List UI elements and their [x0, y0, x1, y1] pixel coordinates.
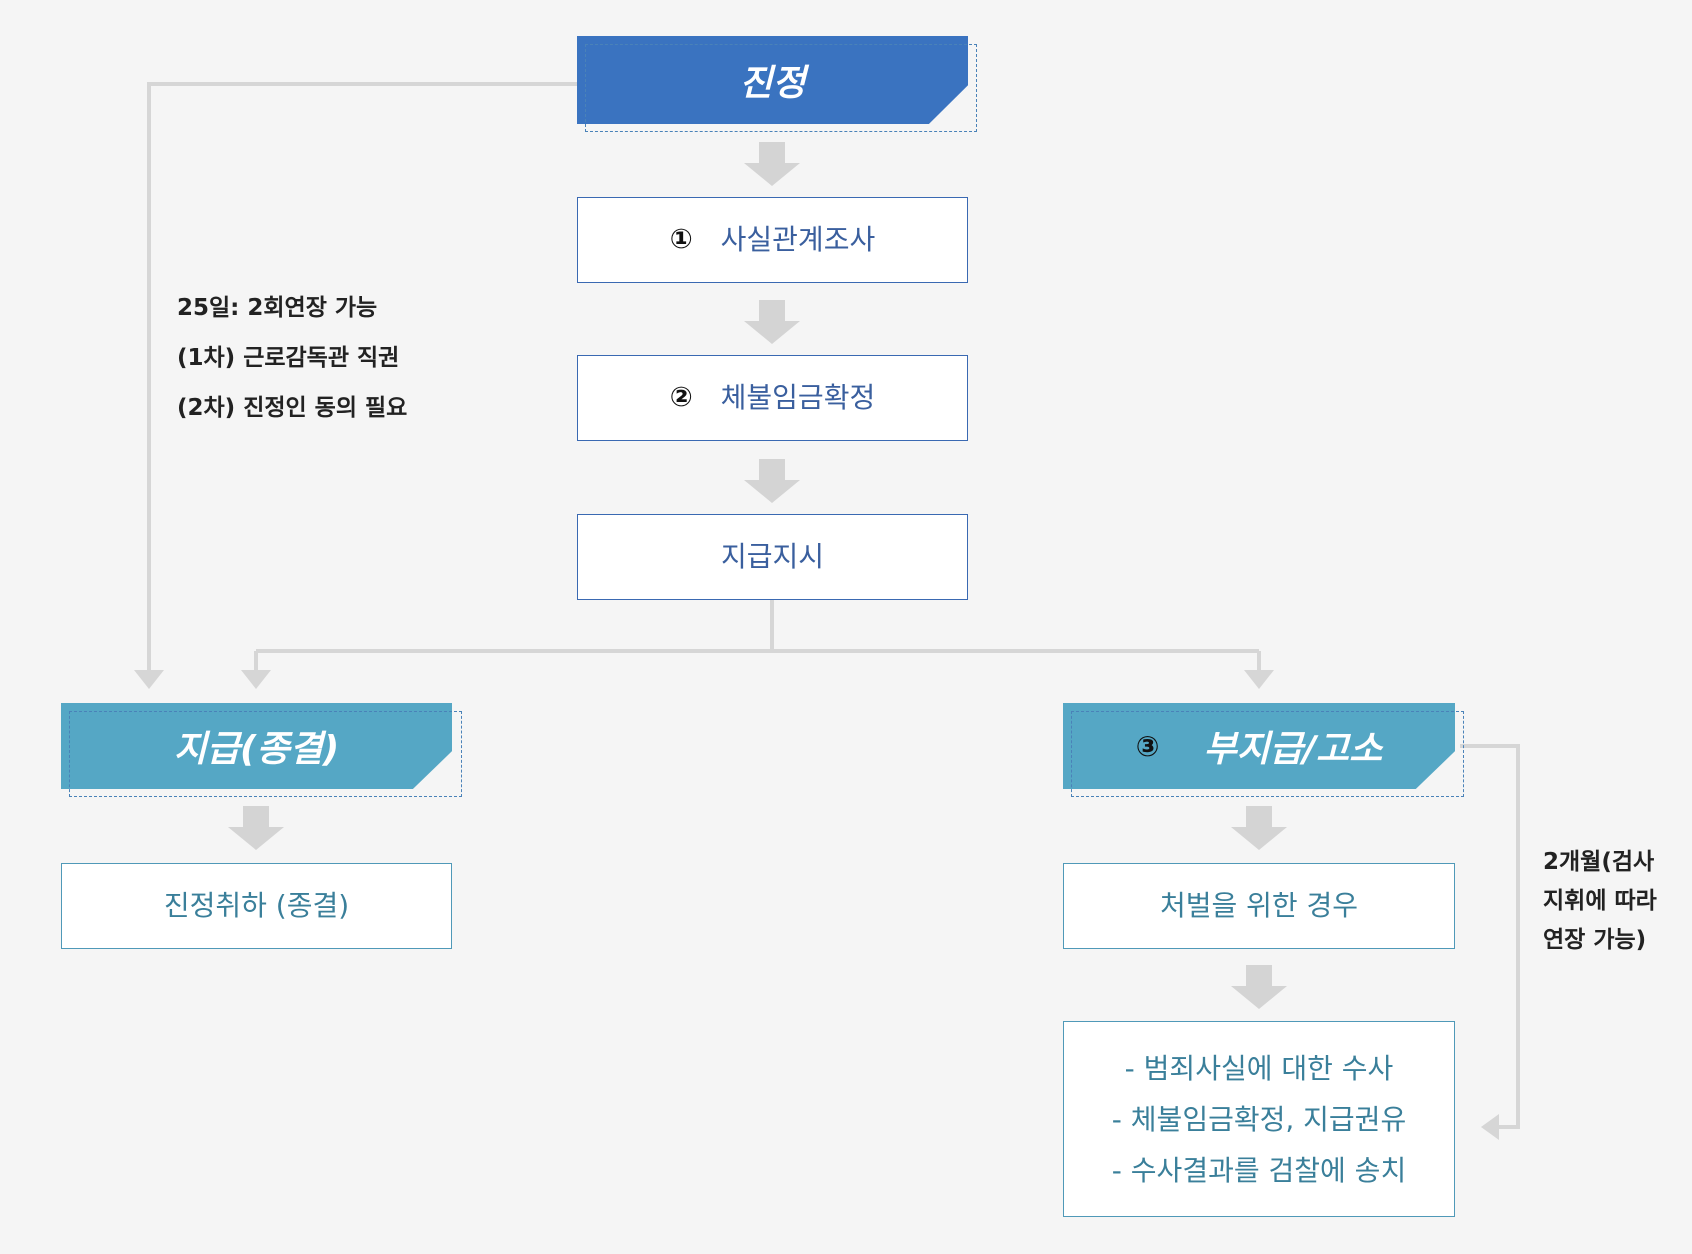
withdraw-box: 진정취하 (종결): [61, 863, 452, 949]
fact-investigation-box: ① 사실관계조사: [577, 197, 968, 283]
step-number-2: ②: [669, 381, 693, 413]
paid-label: 지급(종결): [173, 729, 340, 770]
arrow-head-unpaid: [1244, 670, 1274, 689]
extension-note-line: 25일: 2회연장 가능: [177, 295, 378, 321]
payment-order-label: 지급지시: [720, 540, 825, 574]
arrow-head-prosecution: [1481, 1114, 1499, 1140]
prosecution-note: 2개월(검사 지휘에 따라 연장 가능): [1543, 843, 1657, 960]
fact-investigation-label: 사실관계조사: [720, 223, 876, 257]
unpaid-label: 부지급/고소: [1203, 729, 1383, 770]
withdraw-label: 진정취하 (종결): [163, 889, 350, 923]
step-number-3: ③: [1135, 729, 1160, 763]
extension-note-line: (2차) 진정인 동의 필요: [177, 395, 408, 421]
extension-line: [147, 82, 577, 670]
prosecution-note-line: 지휘에 따라: [1543, 888, 1657, 914]
arrow-head-paid: [241, 670, 271, 689]
extension-note-line: (1차) 근로감독관 직권: [177, 345, 400, 371]
unpaid-wage-confirm-box: ② 체불임금확정: [577, 355, 968, 441]
step-number-1: ①: [669, 223, 693, 255]
down-arrow-icon: [1231, 965, 1287, 1009]
petition-label: 진정: [739, 63, 806, 104]
payment-order-box: 지급지시: [577, 514, 968, 600]
down-arrow-icon: [744, 142, 800, 186]
prosecution-note-line: 2개월(검사: [1543, 849, 1655, 875]
action-item: - 수사결과를 검찰에 송치: [1111, 1153, 1407, 1187]
action-item: - 범죄사실에 대한 수사: [1124, 1051, 1394, 1085]
unpaid-header: ③ 부지급/고소: [1063, 703, 1455, 789]
arrow-head-extension: [134, 670, 164, 689]
petition-header: 진정: [577, 36, 968, 124]
unpaid-wage-confirm-label: 체불임금확정: [720, 381, 876, 415]
investigation-actions-box: - 범죄사실에 대한 수사 - 체불임금확정, 지급권유 - 수사결과를 검찰에…: [1063, 1021, 1455, 1217]
down-arrow-icon: [744, 300, 800, 344]
punishment-label: 처벌을 위한 경우: [1159, 889, 1359, 923]
paid-header: 지급(종결): [61, 703, 452, 789]
extension-note: 25일: 2회연장 가능 (1차) 근로감독관 직권 (2차) 진정인 동의 필…: [177, 283, 407, 433]
down-arrow-icon: [744, 459, 800, 503]
prosecution-line: [1460, 744, 1520, 1129]
punishment-box: 처벌을 위한 경우: [1063, 863, 1455, 949]
prosecution-note-line: 연장 가능): [1543, 927, 1647, 953]
down-arrow-icon: [1231, 806, 1287, 850]
down-arrow-icon: [228, 806, 284, 850]
action-item: - 체불임금확정, 지급권유: [1111, 1102, 1407, 1136]
